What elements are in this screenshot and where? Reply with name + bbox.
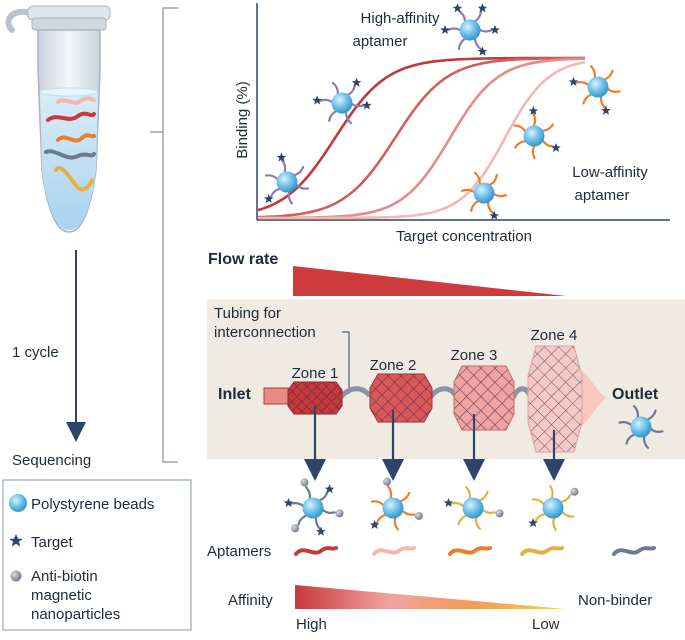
bead-chart-1 [263, 152, 310, 205]
bead-chart-low-1 [568, 65, 621, 115]
inlet-label: Inlet [218, 386, 252, 403]
cycle-label: 1 cycle [12, 344, 59, 361]
x-axis-label: Target concentration [396, 228, 532, 245]
legend-nanoparticles: Anti-biotin [31, 568, 98, 585]
binding-curves [257, 56, 586, 220]
tubing-leader-line [342, 331, 350, 394]
legend-nanoparticles-line2: magnetic [31, 587, 92, 604]
tubing-label: Tubing for [214, 305, 281, 322]
bead-chart-2 [312, 77, 372, 125]
aptamer-swatch-5 [612, 546, 656, 556]
affinity-label: Affinity [228, 592, 273, 609]
microfluidic-panel [207, 299, 685, 459]
bead-legend-icon [9, 494, 27, 512]
zone-4-chamber [527, 345, 583, 453]
zone-2-chamber [369, 373, 433, 423]
bead-chart-high [440, 3, 500, 56]
binding-chart: Binding (%) Target concentration [234, 3, 670, 245]
flow-rate-label: Flow rate [208, 251, 278, 268]
bead-zone-2 [369, 477, 423, 531]
sequencing-label: Sequencing [12, 452, 91, 469]
legend-beads: Polystyrene beads [31, 496, 154, 513]
high-affinity-label: High-affinity [361, 10, 440, 27]
flow-rate-wedge [293, 266, 566, 296]
legend-target: Target [31, 534, 74, 551]
legend-box [2, 479, 192, 631]
affinity-high-label: High [296, 616, 327, 633]
zone-1-label: Zone 1 [292, 365, 339, 382]
aptamer-swatch-1 [294, 546, 338, 556]
decorated-beads [263, 3, 664, 536]
binding-curve-4 [258, 60, 586, 220]
zone-output-arrows [304, 406, 565, 481]
affinity-low-label: Low [532, 616, 560, 633]
target-legend-icon [9, 534, 23, 547]
zone-2-label: Zone 2 [370, 357, 417, 374]
bead-zone-4 [528, 485, 579, 531]
microfluidic-chip [263, 345, 606, 453]
tubing-label-line2: interconnection [214, 324, 316, 341]
binding-curve-2 [257, 56, 585, 219]
high-affinity-label-line2: aptamer [352, 33, 407, 50]
y-axis-label: Binding (%) [234, 81, 251, 159]
bead-zone-3 [443, 486, 504, 530]
bead-chart-low-3 [461, 171, 507, 220]
microcentrifuge-tube [5, 5, 111, 233]
legend-nanoparticles-line3: nanoparticles [31, 606, 120, 623]
zone-1-chamber [287, 381, 343, 415]
aptamer-swatches [294, 546, 656, 556]
zone-4-label: Zone 4 [531, 327, 578, 344]
outlet-label: Outlet [612, 386, 659, 403]
aptamer-swatch-3 [448, 546, 492, 556]
low-affinity-label-line2: aptamer [574, 187, 629, 204]
cycle-bracket [150, 7, 178, 463]
zone-3-label: Zone 3 [451, 347, 498, 364]
aptamer-swatch-2 [372, 546, 416, 556]
zone-3-chamber [453, 365, 515, 431]
aptamers-label: Aptamers [207, 543, 271, 560]
bead-outlet [618, 405, 664, 449]
nanoparticle-legend-icon [10, 570, 22, 582]
bead-chart-low-2 [513, 106, 561, 160]
bead-zone-1 [283, 478, 344, 536]
aptamer-strands-in-tube [44, 96, 96, 192]
aptamer-swatch-4 [520, 546, 564, 556]
non-binder-label: Non-binder [578, 592, 652, 609]
affinity-wedge [295, 585, 566, 609]
low-affinity-label: Low-affinity [572, 164, 648, 181]
